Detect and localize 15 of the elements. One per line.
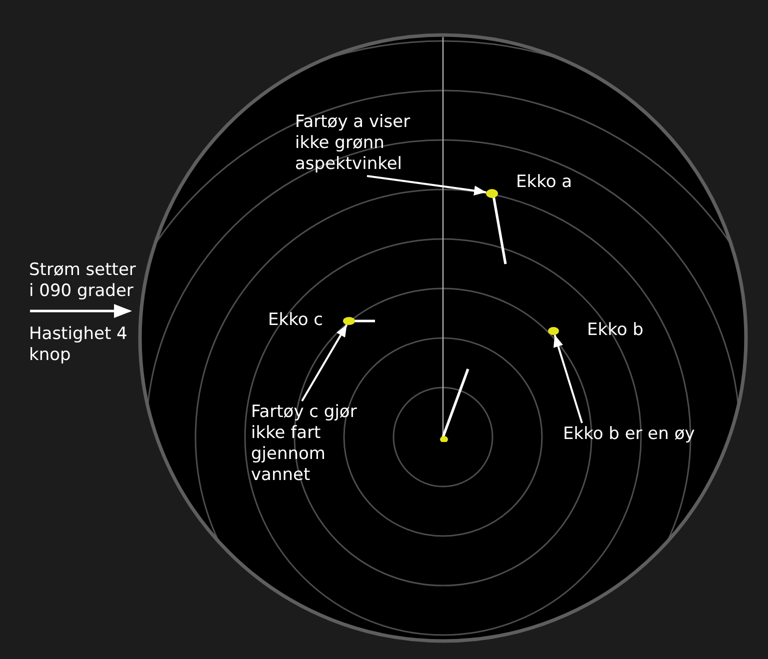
leader-arrow: [553, 334, 583, 424]
echo-dot: [343, 317, 355, 325]
note-text: Hastighet 4 knop: [29, 324, 128, 366]
echo-dot: [486, 188, 498, 198]
echo-dot: [548, 327, 559, 335]
leader-arrow: [301, 324, 348, 402]
annotation-text: Fartøy a viser ikke grønn aspektvinkel: [295, 112, 420, 175]
note-text: Strøm setter i 090 grader: [29, 260, 137, 302]
echo-label: Ekko c: [268, 310, 323, 331]
echo-label: Ekko b: [587, 320, 644, 341]
annotation-text: Ekko b er en øy: [563, 424, 695, 445]
own-ship-dot: [440, 436, 448, 442]
annotation-text: Fartøy c gjør ikke fart gjennom vannet: [251, 402, 366, 486]
echo-label: Ekko a: [516, 172, 572, 193]
leader-arrow: [366, 175, 486, 196]
